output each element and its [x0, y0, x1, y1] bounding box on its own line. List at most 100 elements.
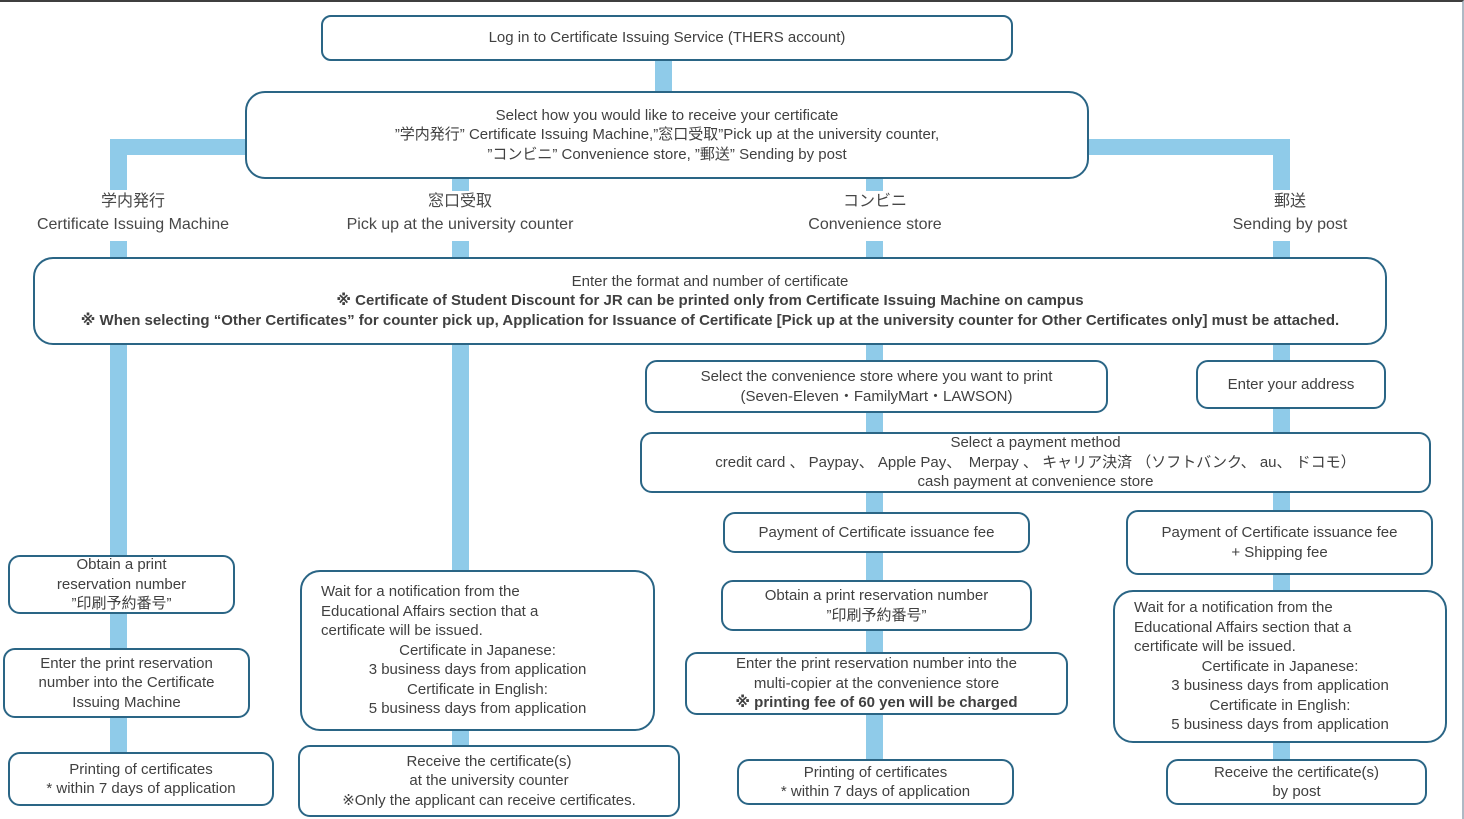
column-label-post: 郵送 Sending by post [1123, 190, 1457, 236]
obtain-number-line: Obtain a print reservation number [764, 587, 989, 604]
node-printing-machine: Printing of certificates * within 7 days… [8, 752, 274, 806]
printing-line: * within 7 days of application [46, 780, 236, 797]
column-label-en: Certificate Issuing Machine [36, 216, 230, 233]
flow-connector [110, 344, 127, 556]
node-login: Log in to Certificate Issuing Service (T… [321, 15, 1013, 61]
column-label-jp: 郵送 [1273, 193, 1306, 210]
node-payment-method: Select a payment method credit card 、 Pa… [640, 432, 1431, 493]
flow-connector [866, 552, 883, 581]
node-login-text: Log in to Certificate Issuing Service (T… [488, 29, 846, 47]
flow-connector [110, 613, 127, 649]
column-label-jp: 窓口受取 [427, 193, 492, 210]
node-printing-convenience: Printing of certificates * within 7 days… [737, 759, 1014, 805]
flow-connector [1273, 408, 1290, 433]
column-label-issuing-machine: 学内発行 Certificate Issuing Machine [0, 190, 266, 236]
node-select-store: Select the convenience store where you w… [645, 360, 1108, 413]
receive-post-line: Receive the certificate(s) [1213, 763, 1380, 781]
node-receive-post: Receive the certificate(s) by post [1166, 759, 1427, 805]
printing-line: Printing of certificates [69, 760, 213, 778]
flow-connector [452, 178, 469, 191]
flow-connector [866, 630, 883, 653]
format-note-counter: ※ When selecting “Other Certificates” fo… [80, 311, 1340, 329]
flow-connector [452, 241, 469, 258]
flow-connector [866, 344, 883, 361]
enter-copier-fee-note: ※ printing fee of 60 yen will be charged [735, 694, 1018, 712]
wait-line: certificate will be issued. [321, 622, 483, 640]
node-select-method: Select how you would like to receive you… [245, 91, 1089, 179]
flow-connector [452, 730, 469, 746]
printing-line: Printing of certificates [803, 763, 948, 781]
format-note-jr: ※ Certificate of Student Discount for JR… [336, 292, 1084, 310]
wait-line: Certificate in Japanese: [1201, 657, 1359, 675]
enter-number-line: Enter the print reservation [40, 654, 213, 672]
flow-connector [1273, 574, 1290, 591]
node-enter-format: Enter the format and number of certifica… [33, 257, 1387, 345]
wait-line: Certificate in Japanese: [399, 641, 556, 659]
fee-post-line: + Shipping fee [1231, 543, 1328, 561]
flow-connector [866, 492, 883, 513]
flow-connector [866, 241, 883, 258]
enter-number-line: Issuing Machine [72, 693, 181, 711]
column-label-counter: 窓口受取 Pick up at the university counter [293, 190, 627, 236]
select-store-line: (Seven-Eleven・FamilyMart・LAWSON) [740, 387, 1013, 405]
wait-line: 3 business days from application [368, 661, 587, 679]
node-fee-post: Payment of Certificate issuance fee + Sh… [1126, 510, 1433, 575]
wait-line: Wait for a notification from the [321, 583, 520, 601]
enter-address-text: Enter your address [1227, 375, 1355, 393]
enter-number-line: number into the Certificate [38, 674, 215, 692]
receive-counter-line: ※Only the applicant can receive certific… [342, 791, 636, 809]
fee-convenience-text: Payment of Certificate issuance fee [758, 523, 995, 541]
obtain-number-line: reservation number [56, 575, 187, 593]
node-enter-number-machine: Enter the print reservation number into … [3, 648, 250, 718]
obtain-number-line: ”印刷予約番号” [71, 595, 172, 613]
flow-connector [866, 714, 883, 760]
select-store-line: Select the convenience store where you w… [700, 368, 1053, 385]
node-enter-number-copier: Enter the print reservation number into … [685, 652, 1068, 715]
flow-connector [110, 241, 127, 258]
wait-line: 5 business days from application [368, 700, 587, 718]
wait-line: Certificate in English: [1209, 696, 1351, 714]
select-method-line: ”コンビニ” Convenience store, ”郵送” Sending b… [487, 145, 847, 163]
node-receive-counter: Receive the certificate(s) at the univer… [298, 745, 680, 817]
select-method-line: ”学内発行” Certificate Issuing Machine,”窓口受取… [394, 126, 940, 144]
payment-line: cash payment at convenience store [917, 473, 1154, 491]
column-label-convenience: コンビニ Convenience store [708, 190, 1042, 236]
wait-line: Wait for a notification from the [1134, 599, 1333, 617]
column-label-jp: 学内発行 [100, 193, 165, 210]
wait-line: certificate will be issued. [1134, 638, 1296, 656]
receive-post-line: by post [1272, 783, 1321, 800]
flow-connector [1087, 139, 1290, 155]
receive-counter-line: at the university counter [409, 772, 569, 790]
node-obtain-number-machine: Obtain a print reservation number ”印刷予約番… [8, 555, 235, 614]
flow-connector [110, 139, 127, 190]
flow-connector [866, 412, 883, 433]
flow-connector [655, 61, 672, 92]
obtain-number-line: ”印刷予約番号” [826, 606, 927, 624]
payment-line: Select a payment method [950, 434, 1121, 452]
select-method-line: Select how you would like to receive you… [495, 106, 839, 124]
column-label-en: Pick up at the university counter [346, 216, 574, 233]
node-wait-notification-counter: Wait for a notification from the Educati… [300, 570, 655, 731]
flow-connector [1273, 742, 1290, 760]
wait-line: Educational Affairs section that a [321, 602, 539, 620]
wait-line: 3 business days from application [1171, 677, 1389, 695]
column-label-en: Sending by post [1232, 216, 1348, 233]
wait-line: Educational Affairs section that a [1134, 618, 1352, 636]
flow-connector [1273, 139, 1290, 190]
wait-line: Certificate in English: [407, 680, 548, 698]
receive-counter-line: Receive the certificate(s) [406, 752, 572, 770]
fee-post-line: Payment of Certificate issuance fee [1161, 524, 1398, 541]
node-obtain-number-convenience: Obtain a print reservation number ”印刷予約番… [721, 580, 1032, 631]
node-enter-address: Enter your address [1196, 360, 1386, 409]
payment-line: credit card 、 Paypay、 Apple Pay、 Merpay … [715, 453, 1356, 471]
printing-line: * within 7 days of application [780, 783, 971, 800]
column-label-jp: コンビニ [842, 193, 907, 210]
obtain-number-line: Obtain a print [76, 556, 167, 574]
wait-line: 5 business days from application [1171, 716, 1389, 734]
flow-connector [110, 717, 127, 753]
enter-copier-line: Enter the print reservation number into … [736, 655, 1017, 673]
flow-connector [1273, 344, 1290, 361]
flow-connector [1273, 241, 1290, 258]
enter-copier-line: multi-copier at the convenience store [753, 674, 1000, 692]
